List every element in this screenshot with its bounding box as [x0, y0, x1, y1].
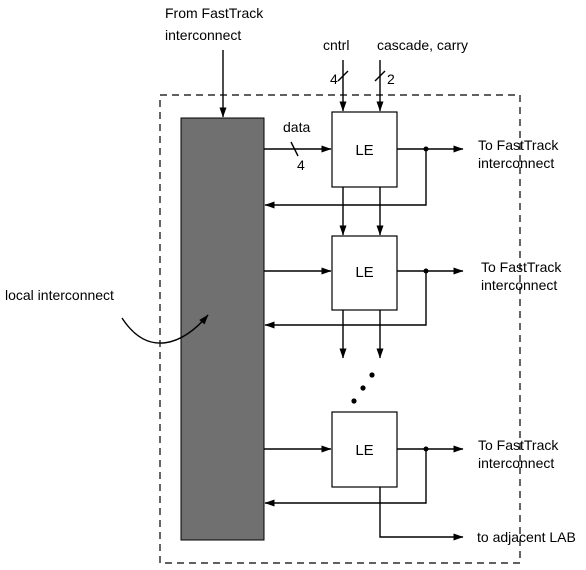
- le2-out-label-line2: interconnect: [481, 277, 557, 293]
- ellipsis-dots: [351, 372, 375, 404]
- cntrl-bus-slash: [337, 70, 349, 82]
- data-label: data: [283, 119, 310, 135]
- le2-feedback: [264, 271, 427, 329]
- le1-out-label-line1: To FastTrack: [478, 137, 559, 153]
- logic-element-1: LE To FastTrack interconnect: [264, 111, 559, 209]
- logic-element-3: LE To FastTrack interconnect: [264, 411, 559, 541]
- cascade-bus-width: 2: [387, 71, 395, 87]
- from-fasttrack-label-line2: interconnect: [165, 27, 241, 43]
- cascade-bus-slash: [374, 70, 386, 82]
- le1-box: [331, 111, 398, 188]
- cntrl-bus-width: 4: [330, 71, 338, 87]
- local-interconnect-pointer: [121, 314, 209, 344]
- lab-boundary: [159, 94, 521, 564]
- le3-feedback: [264, 449, 427, 507]
- logic-element-2: LE To FastTrack interconnect: [264, 235, 562, 329]
- le3-cascade-out: [379, 487, 464, 541]
- le1-feedback: [264, 149, 427, 209]
- cascade-carry-label: cascade, carry: [377, 37, 468, 53]
- le3-label: LE: [355, 442, 373, 459]
- le3-out-label-line2: interconnect: [478, 455, 554, 471]
- from-fasttrack-label-line1: From FastTrack: [165, 5, 264, 21]
- ellipsis-dot: [351, 398, 357, 404]
- le3-box: [331, 411, 398, 488]
- cntrl-label: cntrl: [323, 37, 349, 53]
- to-adjacent-lab-label: to adjacent LAB: [477, 529, 576, 545]
- local-interconnect-label: local interconnect: [5, 287, 114, 303]
- ellipsis-dot: [369, 372, 375, 378]
- le3-out-label-line1: To FastTrack: [478, 437, 559, 453]
- le2-box: [331, 235, 398, 311]
- le2-out-label-line1: To FastTrack: [481, 259, 562, 275]
- le1-out-label-line2: interconnect: [478, 155, 554, 171]
- ellipsis-dot: [360, 385, 366, 391]
- le1-label: LE: [355, 142, 373, 159]
- le2-label: LE: [355, 264, 373, 281]
- data-bus-width: 4: [297, 157, 305, 173]
